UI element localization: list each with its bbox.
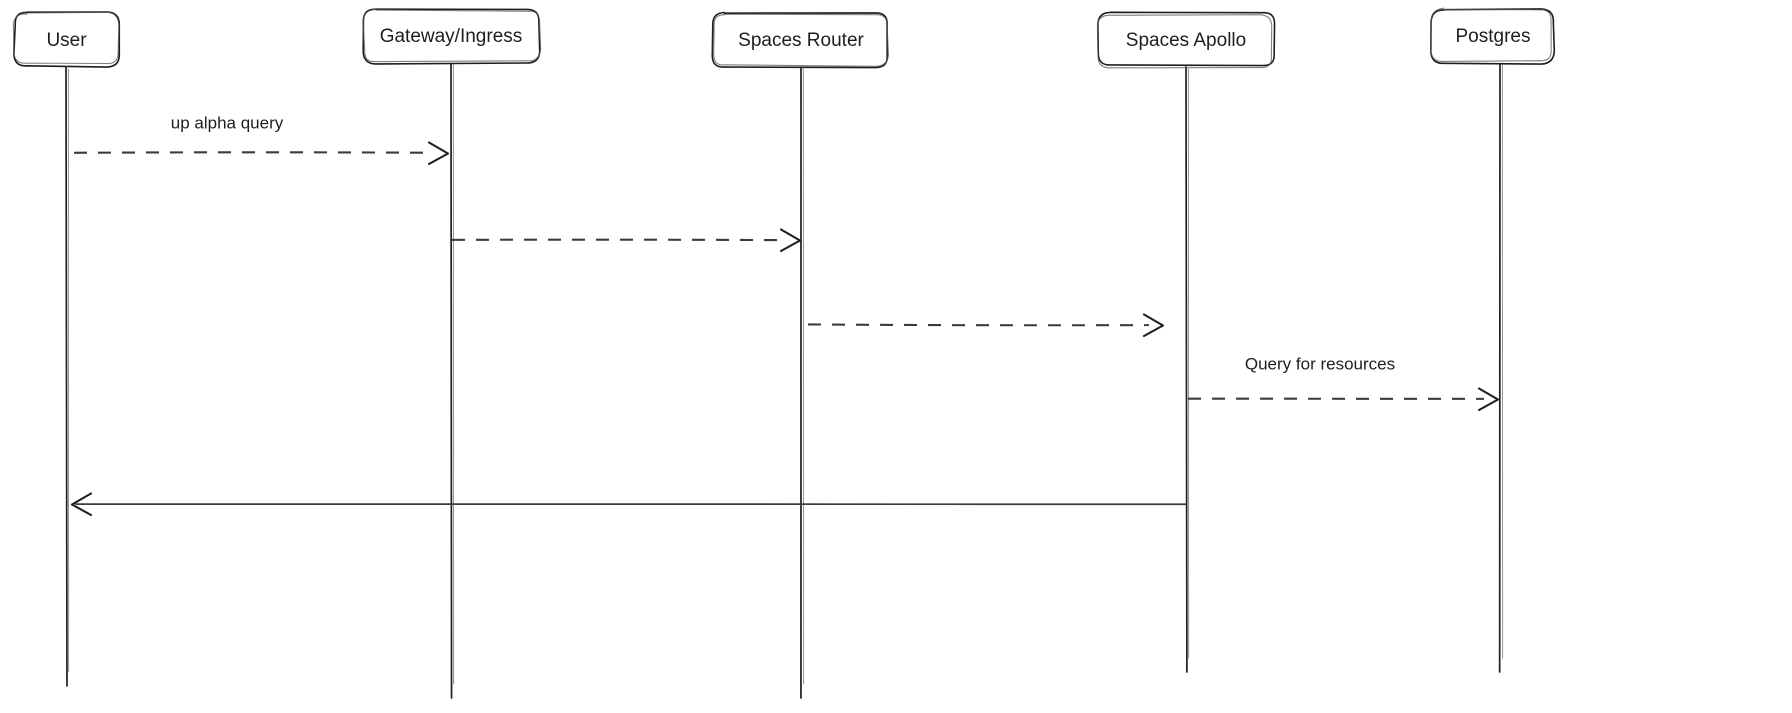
participant-label-user: User	[46, 30, 87, 51]
arrowhead-open-right	[427, 141, 450, 166]
participant-box-apollo[interactable]	[1096, 11, 1276, 69]
message-3-router-to-apollo[interactable]	[807, 313, 1165, 338]
participant-label-gateway: Gateway/Ingress	[380, 26, 523, 47]
lifeline-postgres	[1498, 62, 1504, 673]
messages-layer	[70, 141, 1500, 517]
arrowhead-open-right	[1142, 313, 1165, 338]
lifeline-stroke	[450, 62, 453, 699]
message-line	[807, 323, 1150, 327]
message-5-apollo-to-user[interactable]	[70, 492, 1187, 517]
message-1-user-to-gateway[interactable]	[73, 141, 450, 166]
lifelines-layer	[65, 62, 1504, 699]
message-4-apollo-to-postgres[interactable]	[1187, 387, 1500, 412]
labels-layer: User Gateway/Ingress Spaces Router Spaces A…	[46, 26, 1530, 373]
participant-box-gateway[interactable]	[362, 8, 542, 65]
participant-box-ghost-outline	[12, 11, 120, 65]
participant-box-router[interactable]	[711, 11, 890, 69]
participant-box-ghost-outline	[1430, 7, 1552, 62]
participant-box-ghost-outline	[1096, 14, 1273, 69]
participant-box-outline	[1097, 11, 1276, 67]
lifeline-apollo	[1185, 66, 1190, 673]
participant-label-apollo: Spaces Apollo	[1126, 30, 1246, 51]
arrowhead-open-right	[779, 228, 802, 253]
lifeline-router	[800, 66, 805, 699]
participant-box-postgres[interactable]	[1430, 7, 1556, 65]
message-line	[73, 151, 435, 154]
participant-box-ghost-outline	[713, 13, 890, 67]
lifeline-stroke	[1185, 66, 1188, 673]
participants-layer	[12, 7, 1556, 69]
participant-label-postgres: Postgres	[1456, 26, 1531, 47]
arrowhead-open-right	[1477, 387, 1500, 412]
lifeline-stroke	[65, 66, 68, 687]
lifeline-gateway	[450, 62, 455, 699]
participant-label-router: Spaces Router	[738, 30, 864, 51]
message-2-gateway-to-router[interactable]	[451, 228, 802, 253]
lifeline-user	[65, 66, 70, 687]
arrowhead-open-left	[70, 492, 93, 517]
participant-box-user[interactable]	[12, 11, 121, 68]
message-label-1: up alpha query	[171, 113, 284, 132]
message-label-4: Query for resources	[1245, 354, 1395, 373]
participant-box-ghost-outline	[362, 8, 542, 63]
